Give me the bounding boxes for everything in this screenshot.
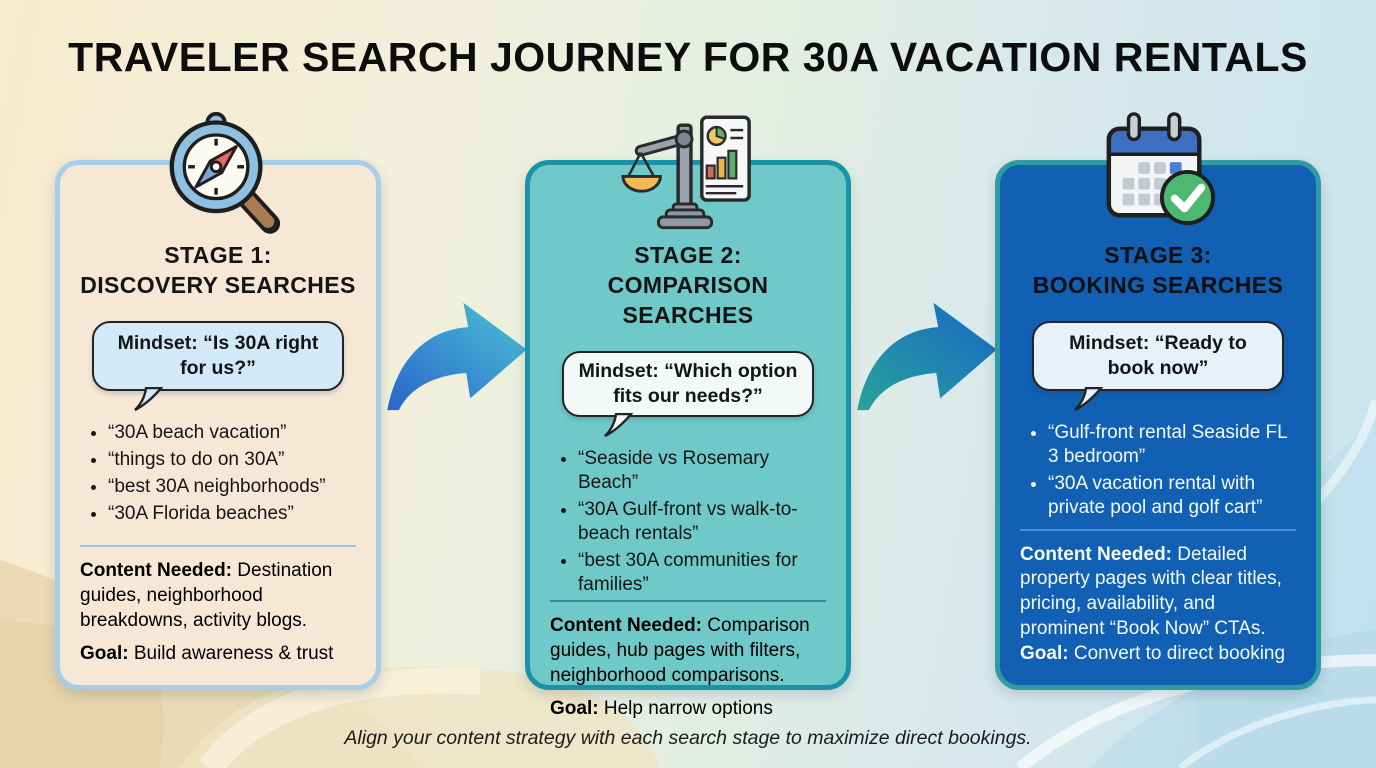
compass-magnifier-icon <box>154 109 282 244</box>
stage-3-content-needed: Content Needed: Detailed property pages … <box>1020 543 1296 642</box>
stage-3-title-line1: STAGE 3: <box>1104 242 1212 268</box>
content-needed-text: Detailed property pages with clear title… <box>1020 543 1282 639</box>
speech-bubble-tail <box>604 412 634 437</box>
search-query: “30A vacation rental with private pool a… <box>1048 472 1296 520</box>
stage-card-booking: STAGE 3: BOOKING SEARCHES Mindset: “Read… <box>995 112 1321 690</box>
content-needed-label: Content Needed: <box>80 560 232 582</box>
search-query: “best 30A neighborhoods” <box>108 475 356 499</box>
stage-3-title: STAGE 3: BOOKING SEARCHES <box>1020 241 1296 301</box>
stage-1-title-line1: STAGE 1: <box>164 242 272 268</box>
goal-label: Goal: <box>80 643 129 665</box>
stage-3-mindset-bubble: Mindset: “Ready to book now” <box>1032 320 1284 411</box>
stage-2-mindset-bubble: Mindset: “Which option fits our needs?” <box>562 350 814 437</box>
stage-1-mindset-bubble: Mindset: “Is 30A right for us?” <box>92 320 344 411</box>
content-needed-text: Comparison guides, hub pages with filter… <box>550 615 810 686</box>
stage-1-title-line2: DISCOVERY SEARCHES <box>80 271 356 298</box>
page-title: TRAVELER SEARCH JOURNEY FOR 30A VACATION… <box>68 34 1308 80</box>
search-query: “30A Gulf-front vs walk-to-beach rentals… <box>578 498 826 546</box>
stage-1-mindset-text: Mindset: “Is 30A right for us?” <box>117 331 319 379</box>
speech-bubble-tail <box>1074 386 1104 411</box>
stage-3-mindset-text: Mindset: “Ready to book now” <box>1069 331 1247 379</box>
card-divider <box>80 545 356 548</box>
stage-card-discovery: STAGE 1: DISCOVERY SEARCHES Mindset: “Is… <box>55 111 381 690</box>
speech-bubble-tail <box>134 386 164 411</box>
stage-3-title-line2: BOOKING SEARCHES <box>1032 271 1284 298</box>
search-query: “30A Florida beaches” <box>108 502 356 526</box>
search-query: “30A beach vacation” <box>108 421 356 445</box>
content-needed-label: Content Needed: <box>550 615 702 637</box>
stage-2-content-needed: Content Needed: Comparison guides, hub p… <box>550 614 826 688</box>
content-needed-text: Destination guides, neighborhood breakdo… <box>80 560 333 631</box>
footer-note: Align your content strategy with each se… <box>344 727 1032 749</box>
content-needed-label: Content Needed: <box>1020 543 1172 565</box>
stage-2-search-list: “Seaside vs Rosemary Beach” “30A Gulf-fr… <box>556 447 826 601</box>
search-query: “Seaside vs Rosemary Beach” <box>578 447 826 495</box>
stage-2-mindset-text: Mindset: “Which option fits our needs?” <box>578 359 798 407</box>
goal-label: Goal: <box>550 698 599 720</box>
flow-arrow-1 <box>387 302 527 411</box>
stage-card-comparison: STAGE 2: COMPARISON SEARCHES Mindset: “W… <box>525 115 851 719</box>
stage-1-content-needed: Content Needed: Destination guides, neig… <box>80 559 356 633</box>
stage-2-title-line1: STAGE 2: <box>634 242 742 268</box>
stage-2-title: STAGE 2: COMPARISON SEARCHES <box>550 241 826 331</box>
stage-3-goal: Goal: Convert to direct booking <box>1020 642 1296 667</box>
search-query: “Gulf-front rental Seaside FL 3 bedroom” <box>1048 421 1296 469</box>
goal-text: Convert to direct booking <box>1073 643 1286 665</box>
balance-scale-chart-icon <box>619 109 757 238</box>
card-divider <box>1020 528 1296 531</box>
goal-text: Help narrow options <box>603 698 773 720</box>
stage-3-search-list: “Gulf-front rental Seaside FL 3 bedroom”… <box>1026 421 1296 524</box>
search-query: “things to do on 30A” <box>108 448 356 472</box>
calendar-checkmark-icon <box>1099 109 1217 234</box>
goal-label: Goal: <box>1020 643 1069 665</box>
card-divider <box>550 600 826 603</box>
search-query: “best 30A communities for families” <box>578 549 826 597</box>
stage-1-search-list: “30A beach vacation” “things to do on 30… <box>86 421 356 530</box>
stage-2-goal: Goal: Help narrow options <box>550 697 826 722</box>
stage-1-goal: Goal: Build awareness & trust <box>80 642 356 667</box>
stage-2-title-line2: COMPARISON SEARCHES <box>607 271 769 328</box>
stage-1-title: STAGE 1: DISCOVERY SEARCHES <box>80 241 356 301</box>
flow-arrow-2 <box>857 302 997 411</box>
goal-text: Build awareness & trust <box>133 643 334 665</box>
